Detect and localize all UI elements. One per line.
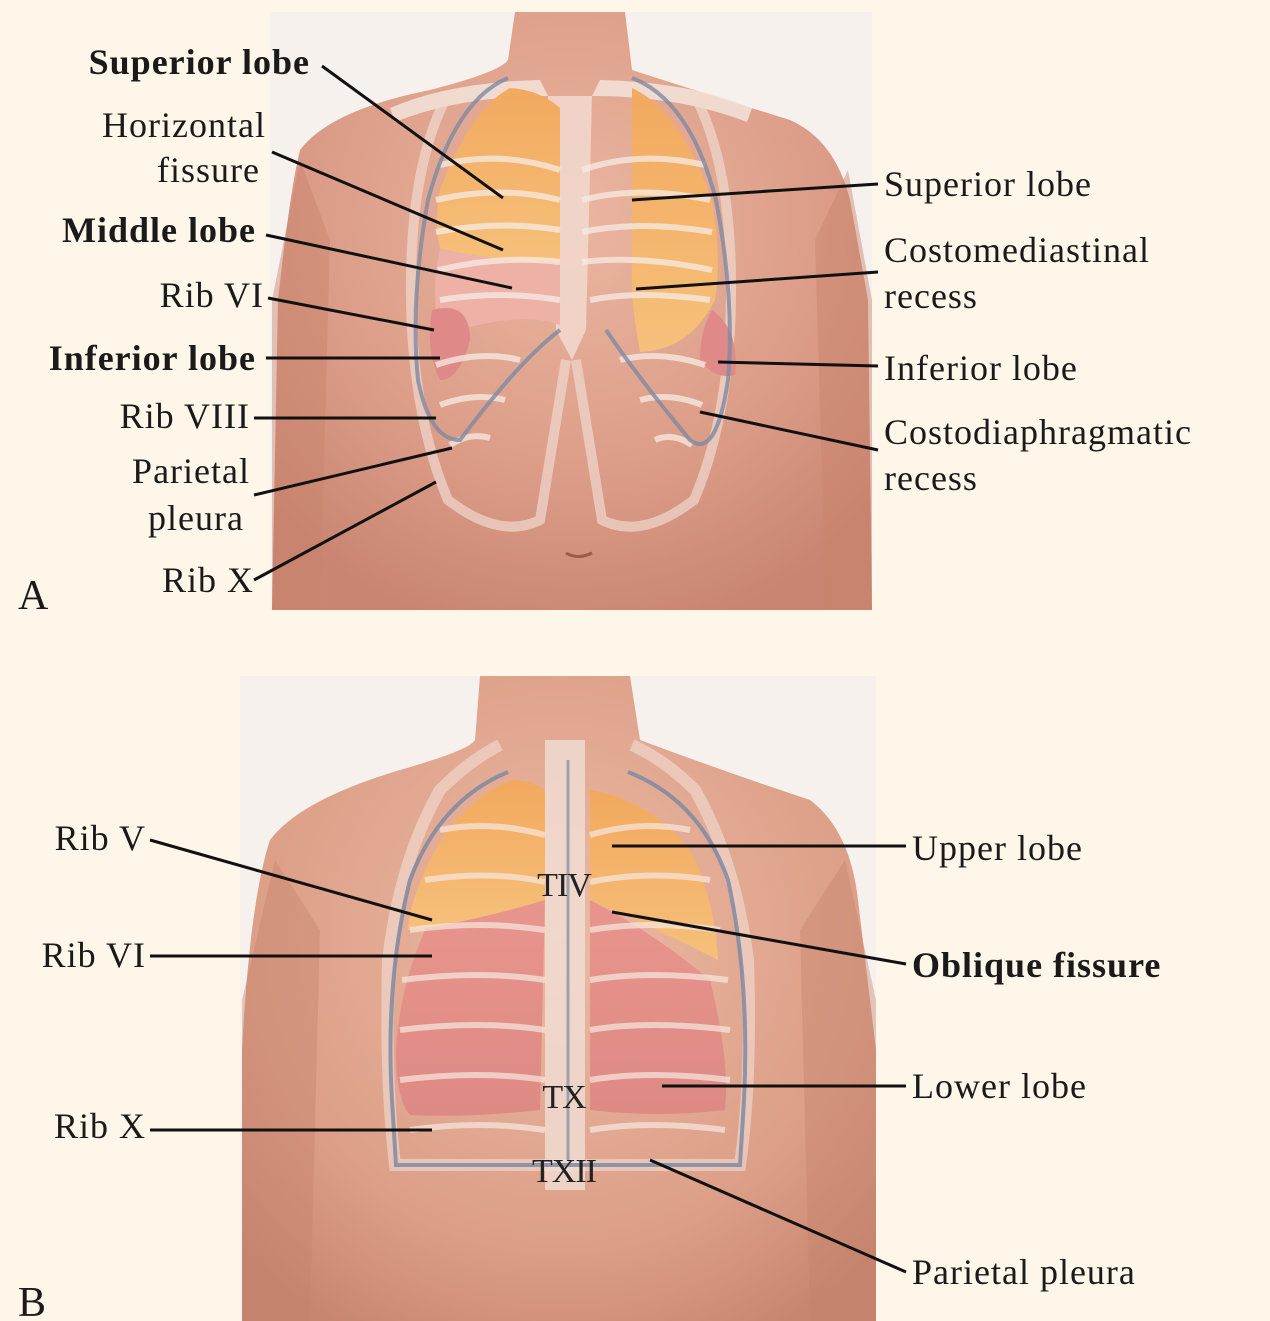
label-rib-x-anterior: Rib X: [162, 560, 254, 600]
vertebra-txii: TXII: [532, 1153, 597, 1190]
panel-b-photo: [240, 676, 876, 1321]
label-rib-vi-posterior: Rib VI: [42, 935, 146, 975]
label-parietal-pleura-line1: Parietal: [132, 451, 250, 491]
label-rib-v: Rib V: [55, 818, 146, 858]
panel-b-letter: B: [18, 1280, 47, 1321]
vertebra-tx: TX: [542, 1079, 586, 1116]
label-parietal-pleura-line2: pleura: [148, 498, 244, 538]
label-middle-lobe: Middle lobe: [62, 210, 256, 250]
label-rib-viii: Rib VIII: [120, 396, 250, 436]
label-rib-x-posterior: Rib X: [54, 1106, 146, 1146]
label-costodiaphragmatic-recess-line1: Costodiaphragmatic: [884, 412, 1192, 452]
label-parietal-pleura-posterior: Parietal pleura: [912, 1252, 1136, 1292]
label-horizontal-fissure-line2: fissure: [157, 150, 260, 190]
label-superior-lobe-left-lung: Superior lobe: [884, 164, 1092, 204]
panel-a-right-labels: Superior lobe Costomediastinal recess In…: [884, 164, 1192, 498]
label-superior-lobe-right-lung: Superior lobe: [89, 42, 310, 82]
panel-a-photo: [270, 12, 872, 610]
label-costomediastinal-recess-line2: recess: [884, 276, 978, 316]
label-inferior-lobe-left-lung: Inferior lobe: [884, 348, 1078, 388]
label-oblique-fissure: Oblique fissure: [912, 945, 1161, 985]
label-costomediastinal-recess-line1: Costomediastinal: [884, 230, 1150, 270]
panel-b-right-labels: Upper lobe Oblique fissure Lower lobe Pa…: [912, 828, 1161, 1292]
label-costodiaphragmatic-recess-line2: recess: [884, 458, 978, 498]
vertebra-tiv: TIV: [537, 867, 592, 904]
label-lower-lobe: Lower lobe: [912, 1066, 1087, 1106]
label-inferior-lobe-right-lung: Inferior lobe: [49, 338, 256, 378]
label-upper-lobe: Upper lobe: [912, 828, 1083, 868]
panel-b-left-labels: Rib V Rib VI Rib X: [42, 818, 146, 1146]
panel-a-letter: A: [18, 573, 49, 619]
label-horizontal-fissure-line1: Horizontal: [102, 105, 266, 145]
label-rib-vi-anterior: Rib VI: [160, 275, 264, 315]
